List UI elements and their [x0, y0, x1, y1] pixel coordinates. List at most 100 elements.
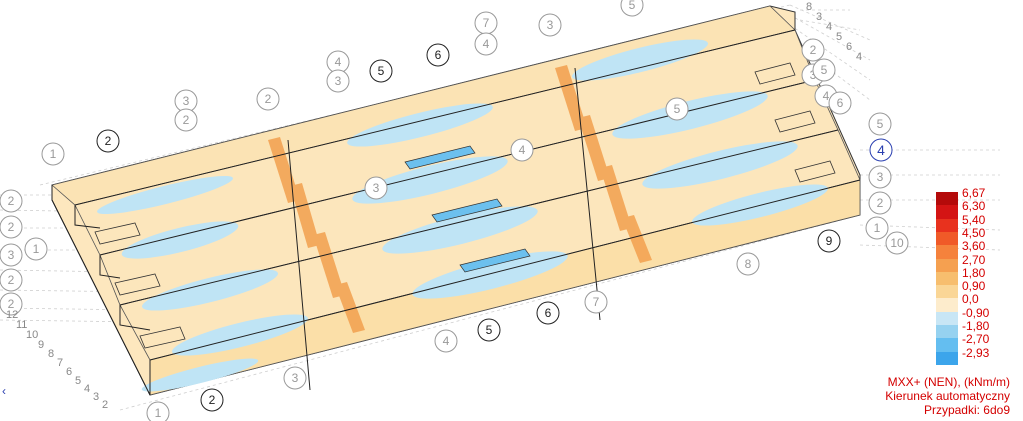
axis-marker[interactable]: 3 [364, 176, 388, 200]
legend-level-label: 6,30 [962, 199, 986, 214]
legend-level-label: 2,70 [962, 252, 986, 267]
axis-marker[interactable]: 8 [736, 252, 760, 276]
axis-marker[interactable]: 4 [474, 32, 498, 56]
svg-text:10: 10 [26, 329, 38, 341]
axis-marker[interactable]: 6 [426, 43, 450, 67]
svg-text:2: 2 [102, 399, 108, 411]
svg-text:3: 3 [183, 94, 190, 108]
svg-text:3: 3 [8, 248, 15, 262]
axis-marker[interactable]: 1 [24, 237, 48, 261]
axis-marker[interactable]: 1 [41, 142, 65, 166]
svg-text:6: 6 [545, 306, 552, 320]
axis-marker[interactable]: 6 [828, 91, 852, 115]
axis-marker[interactable]: 2 [801, 38, 825, 62]
axis-marker[interactable]: 7 [584, 290, 608, 314]
axis-marker[interactable]: 2 [96, 129, 120, 153]
legend-level-label: 4,50 [962, 225, 986, 240]
svg-text:3: 3 [292, 371, 299, 385]
axis-marker[interactable]: 10 [885, 231, 909, 255]
axis-marker[interactable]: 3 [283, 366, 307, 390]
axis-marker[interactable]: 2 [0, 292, 23, 316]
svg-text:3: 3 [93, 391, 99, 403]
legend-level-label: 3,60 [962, 239, 986, 254]
legend-swatch [936, 245, 958, 259]
svg-text:7: 7 [483, 16, 490, 30]
legend-level-label: 1,80 [962, 265, 986, 280]
legend-swatch [936, 258, 958, 273]
axis-marker[interactable]: 2 [0, 215, 23, 239]
svg-text:3: 3 [810, 68, 817, 82]
legend-level-label: 0,90 [962, 279, 986, 294]
axis-marker[interactable]: 9 [817, 229, 841, 253]
svg-text:1: 1 [50, 147, 57, 161]
svg-text:4: 4 [519, 143, 526, 157]
svg-text:8: 8 [745, 257, 752, 271]
legend-quantity: MXX+ (NEN), (kNm/m) [887, 375, 1010, 389]
svg-text:9: 9 [38, 339, 44, 351]
legend-swatch [936, 338, 958, 353]
svg-text:2: 2 [8, 220, 15, 234]
axis-marker[interactable]: 3 [868, 165, 892, 189]
legend-level-label: 5,40 [962, 212, 986, 227]
axis-marker[interactable]: 5 [665, 97, 689, 121]
svg-text:3: 3 [373, 181, 380, 195]
axis-marker[interactable]: 5 [812, 58, 836, 82]
legend-level-label: -0,90 [962, 305, 990, 320]
svg-text:5: 5 [674, 102, 681, 116]
svg-text:1: 1 [874, 221, 881, 235]
axis-marker[interactable]: 4 [326, 50, 350, 74]
legend-level-label: -1,80 [962, 319, 990, 333]
axis-marker[interactable]: 5 [620, 0, 644, 17]
svg-text:2: 2 [209, 393, 216, 407]
legend-swatch [936, 351, 958, 366]
legend-cases: Przypadki: 6do9 [923, 403, 1010, 417]
svg-text:6: 6 [66, 366, 72, 378]
svg-text:1: 1 [155, 406, 162, 420]
axis-marker[interactable]: 4 [434, 329, 458, 353]
negative-moment-regions [97, 39, 828, 392]
svg-text:4: 4 [443, 334, 450, 348]
svg-text:2: 2 [877, 196, 884, 210]
legend-swatch [936, 231, 958, 246]
svg-text:2: 2 [8, 194, 15, 208]
axis-marker[interactable]: 5 [477, 318, 501, 342]
legend-level-label: -2,93 [962, 345, 990, 360]
stacked-axis-markers-left: 12 11 10 9 8 7 6 5 4 3 2 [6, 309, 108, 411]
axis-marker[interactable]: 5 [868, 112, 892, 136]
axis-marker[interactable]: 2 [0, 268, 23, 292]
legend-swatch [936, 285, 958, 299]
legend-level-label: 0,0 [962, 292, 979, 307]
axis-marker[interactable]: 1 [146, 401, 170, 421]
axis-marker[interactable]: 4 [510, 138, 534, 162]
axis-marker[interactable]: 7 [474, 11, 498, 35]
svg-text:11: 11 [16, 319, 27, 331]
svg-text:5: 5 [486, 323, 493, 337]
svg-text:5: 5 [75, 375, 81, 387]
axis-marker[interactable]: 2 [868, 191, 892, 215]
axis-marker[interactable]: 2 [256, 87, 280, 111]
axis-marker[interactable]: 6 [536, 301, 560, 325]
axis-marker[interactable]: 2 [200, 388, 224, 412]
svg-text:5: 5 [877, 117, 884, 131]
axis-marker-active[interactable]: 4 [869, 138, 893, 162]
nav-chevron-icon[interactable]: ‹ [2, 384, 6, 398]
svg-text:6: 6 [837, 96, 844, 110]
svg-text:8: 8 [806, 1, 812, 13]
axis-marker[interactable]: 5 [369, 59, 393, 83]
axis-marker[interactable]: 2 [174, 108, 198, 132]
axis-marker[interactable]: 1 [865, 216, 889, 240]
axis-marker[interactable]: 3 [0, 243, 23, 267]
legend-swatch [936, 218, 958, 233]
axis-marker[interactable]: 3 [538, 13, 562, 37]
axis-marker[interactable]: 3 [326, 69, 350, 93]
svg-text:3: 3 [335, 74, 342, 88]
legend-swatch [936, 271, 958, 286]
svg-text:9: 9 [826, 234, 833, 248]
svg-text:5: 5 [629, 0, 636, 12]
svg-text:2: 2 [183, 113, 190, 127]
legend-direction: Kierunek automatyczny [885, 389, 1010, 403]
axis-marker[interactable]: 2 [0, 189, 23, 213]
svg-text:12: 12 [6, 309, 18, 321]
